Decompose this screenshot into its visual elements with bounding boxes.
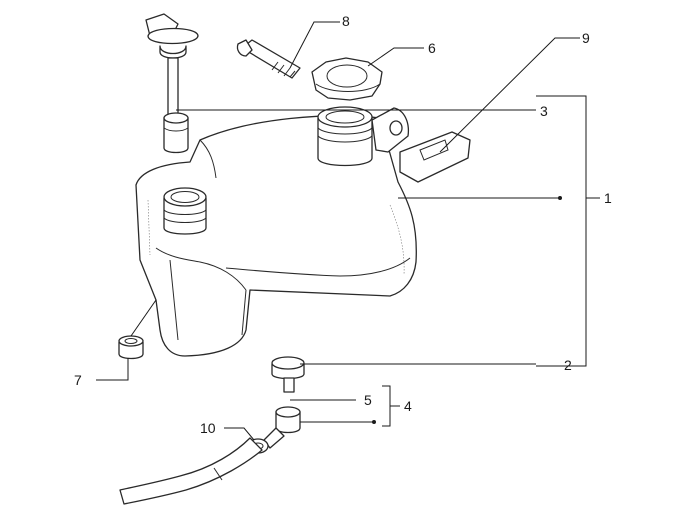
callout-2: 2 [564,357,572,373]
callout-7: 7 [74,372,82,388]
grommet-part-7 [118,335,144,360]
oil-tank [135,106,417,357]
left-filler-neck [163,187,207,235]
bolt-part-8 [236,39,301,79]
retaining-plate-part-9 [399,131,471,183]
leader-lines [96,21,600,441]
callout-10: 10 [200,420,216,436]
callout-8: 8 [342,13,350,29]
mounting-bracket [371,107,410,153]
oil-hose [119,437,263,505]
dipstick [145,13,199,154]
main-filler-neck [317,106,373,167]
callout-5: 5 [364,392,372,408]
plug-part-2 [271,356,305,393]
callout-9: 9 [582,30,590,46]
filler-cap-part-6 [311,57,383,101]
hose-fitting-part-5 [263,406,301,449]
callout-4: 4 [404,398,412,414]
callout-1: 1 [604,190,612,206]
callout-3: 3 [540,103,548,119]
callout-6: 6 [428,40,436,56]
callout-labels: 8 6 9 3 1 2 7 5 4 10 [74,13,612,436]
